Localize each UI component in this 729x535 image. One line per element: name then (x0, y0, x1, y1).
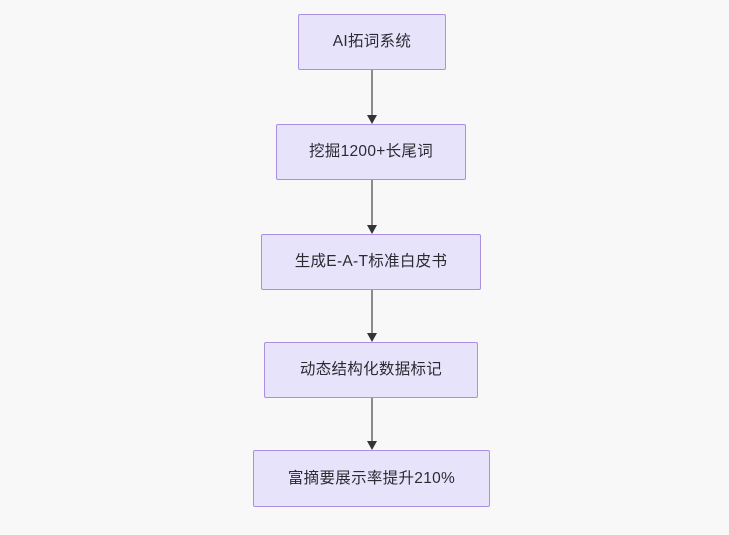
flow-node-label: 动态结构化数据标记 (299, 361, 443, 379)
connector-line (371, 70, 373, 116)
arrowhead-icon (367, 115, 377, 124)
flow-node-n5[interactable]: 富摘要展示率提升210% (253, 450, 490, 507)
flow-node-label: 生成E-A-T标准白皮书 (294, 253, 448, 271)
flow-connector-n4-to-n5 (367, 398, 377, 450)
flow-connector-n2-to-n3 (367, 180, 377, 234)
flow-node-n3[interactable]: 生成E-A-T标准白皮书 (261, 234, 481, 290)
arrowhead-icon (367, 225, 377, 234)
flow-node-n4[interactable]: 动态结构化数据标记 (264, 342, 478, 398)
connector-line (371, 398, 373, 442)
connector-line (371, 290, 373, 334)
flow-connector-n1-to-n2 (367, 70, 377, 124)
flow-node-label: 富摘要展示率提升210% (287, 469, 456, 487)
connector-line (371, 180, 373, 226)
flow-node-n2[interactable]: 挖掘1200+长尾词 (276, 124, 466, 180)
arrowhead-icon (367, 441, 377, 450)
flow-node-label: AI拓词系统 (332, 33, 412, 51)
flow-node-label: 挖掘1200+长尾词 (308, 143, 434, 161)
arrowhead-icon (367, 333, 377, 342)
flow-node-n1[interactable]: AI拓词系统 (298, 14, 446, 70)
flow-connector-n3-to-n4 (367, 290, 377, 342)
